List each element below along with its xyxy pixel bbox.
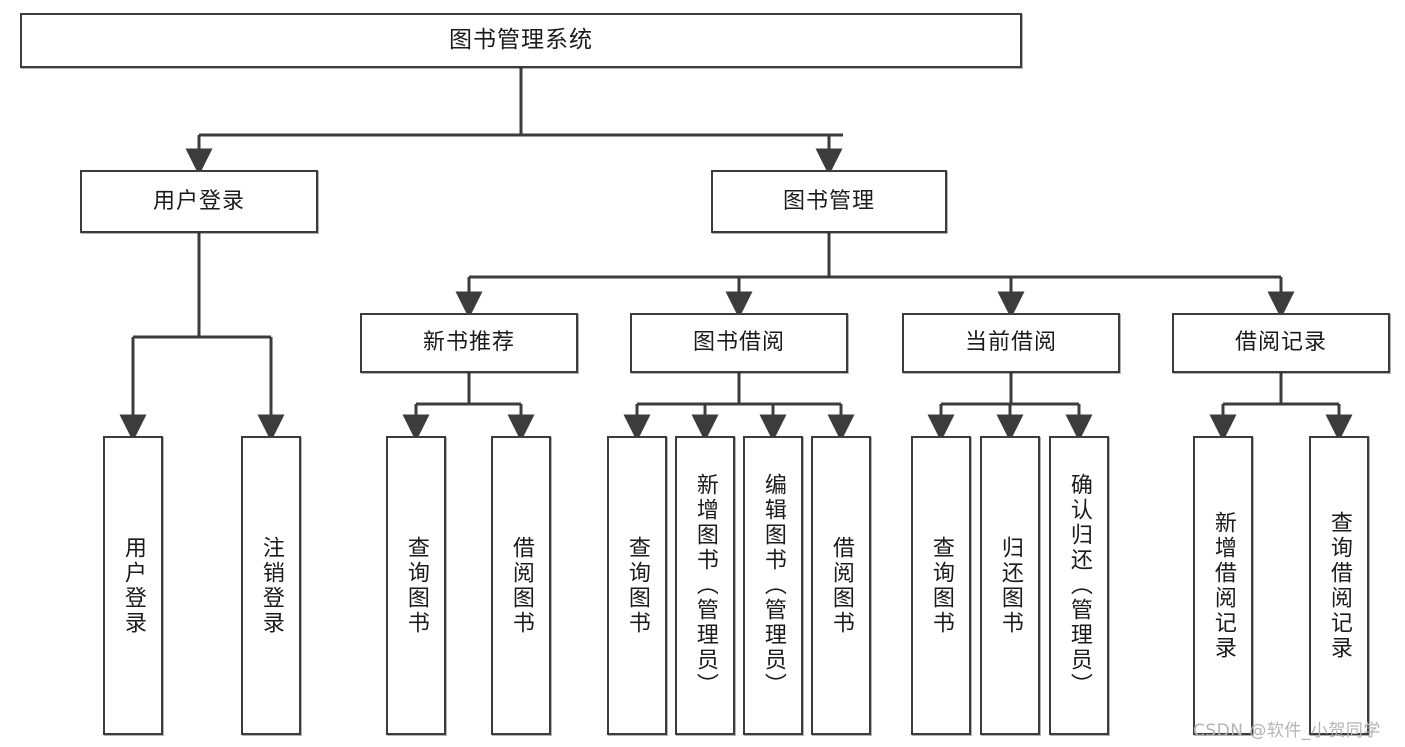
node-branch-book-manage[interactable]: 图书管理 [711, 170, 947, 233]
node-leaf-borrow-record-query-label: 查询借阅记录 [1326, 510, 1352, 661]
node-group-borrow-book-label: 图书借阅 [692, 330, 785, 356]
node-leaf-new-book-query[interactable]: 查询图书 [386, 436, 446, 735]
node-leaf-current-borrow-confirm[interactable]: 确认归还（管理员） [1049, 436, 1109, 735]
node-leaf-new-book-borrow[interactable]: 借阅图书 [491, 436, 551, 735]
node-leaf-current-borrow-return[interactable]: 归还图书 [980, 436, 1040, 735]
node-leaf-user-login-login[interactable]: 用户登录 [103, 436, 163, 735]
watermark-credit: CSDN @软件_小贺同学 [1193, 716, 1381, 741]
node-group-new-book-label: 新书推荐 [422, 330, 515, 356]
node-leaf-user-login-logout-label: 注销登录 [258, 535, 284, 636]
node-group-current-borrow-label: 当前借阅 [964, 330, 1057, 356]
node-leaf-borrow-book-borrow[interactable]: 借阅图书 [811, 436, 871, 735]
watermark-credit-text: CSDN @软件_小贺同学 [1193, 721, 1381, 741]
node-root-system[interactable]: 图书管理系统 [20, 13, 1022, 68]
node-leaf-new-book-query-label: 查询图书 [403, 535, 429, 636]
node-group-current-borrow[interactable]: 当前借阅 [902, 313, 1120, 373]
node-leaf-new-book-borrow-label: 借阅图书 [508, 535, 534, 636]
node-leaf-borrow-book-edit[interactable]: 编辑图书（管理员） [743, 436, 803, 735]
node-leaf-borrow-record-query[interactable]: 查询借阅记录 [1309, 436, 1369, 735]
node-leaf-borrow-record-add[interactable]: 新增借阅记录 [1193, 436, 1253, 735]
node-group-new-book[interactable]: 新书推荐 [360, 313, 578, 373]
node-leaf-user-login-logout[interactable]: 注销登录 [241, 436, 301, 735]
node-leaf-borrow-book-query[interactable]: 查询图书 [607, 436, 667, 735]
node-leaf-borrow-book-borrow-label: 借阅图书 [828, 535, 854, 636]
node-leaf-borrow-book-add-label: 新增图书（管理员） [692, 473, 718, 698]
node-leaf-borrow-book-edit-label: 编辑图书（管理员） [760, 473, 786, 698]
node-group-borrow-record[interactable]: 借阅记录 [1172, 313, 1390, 373]
node-leaf-current-borrow-return-label: 归还图书 [997, 535, 1023, 636]
node-branch-book-manage-label: 图书管理 [782, 188, 875, 214]
node-leaf-borrow-book-query-label: 查询图书 [624, 535, 650, 636]
node-leaf-borrow-book-add[interactable]: 新增图书（管理员） [675, 436, 735, 735]
node-root-system-label: 图书管理系统 [449, 27, 593, 54]
node-group-borrow-record-label: 借阅记录 [1234, 330, 1327, 356]
node-leaf-borrow-record-add-label: 新增借阅记录 [1210, 510, 1236, 661]
node-leaf-current-borrow-query[interactable]: 查询图书 [911, 436, 971, 735]
node-branch-user-login-label: 用户登录 [152, 188, 245, 214]
node-branch-user-login[interactable]: 用户登录 [80, 170, 318, 233]
node-group-borrow-book[interactable]: 图书借阅 [630, 313, 848, 373]
node-leaf-user-login-login-label: 用户登录 [120, 535, 146, 636]
node-leaf-current-borrow-query-label: 查询图书 [928, 535, 954, 636]
node-leaf-current-borrow-confirm-label: 确认归还（管理员） [1066, 473, 1092, 698]
